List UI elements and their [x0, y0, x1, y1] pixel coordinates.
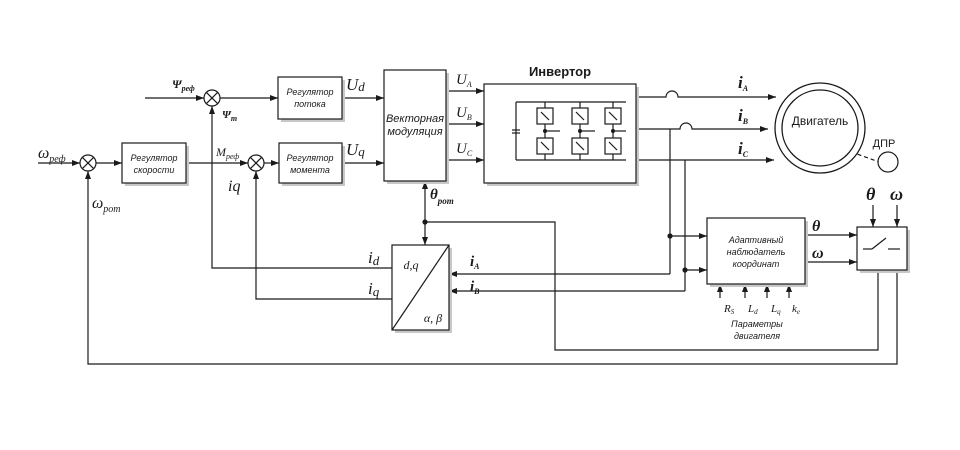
ia-out-label: iA [738, 73, 749, 93]
iq-feedback-label: iq [228, 178, 240, 195]
id-transform-label: id [368, 248, 380, 268]
observer-label-2: наблюдатель [727, 247, 786, 257]
ud-label: Ud [346, 75, 365, 94]
inverter-block [483, 83, 639, 186]
observer-block: Адаптивный наблюдатель координат [706, 217, 808, 287]
flux-regulator-block: Регулятор потока [277, 76, 345, 122]
motor-params-caption-2: двигателя [734, 331, 780, 341]
theta-rot-label: θрот [430, 187, 454, 206]
speed-regulator-block: Регулятор скорости [121, 142, 189, 186]
arrowheads [72, 88, 900, 294]
inverter-title: Инвертор [529, 64, 591, 79]
encoder: ДПР [873, 138, 899, 173]
omega-observer-label: ω [812, 245, 824, 262]
sum-junction-flux [203, 89, 221, 107]
param-rs-label: RS [723, 303, 735, 316]
theta-observer-label: θ [812, 218, 821, 235]
speed-regulator-label-1: Регулятор [130, 153, 177, 163]
theta-switch-label: θ [866, 184, 876, 204]
observer-label-3: координат [733, 259, 780, 269]
param-lq-label: Lq [770, 303, 781, 316]
iq-transform-label: iq [368, 279, 380, 299]
psi-m-label: Ψm [222, 109, 237, 123]
uq-label: Uq [346, 140, 365, 159]
torque-regulator-label-1: Регулятор [286, 153, 333, 163]
param-ld-label: Ld [747, 303, 758, 316]
observer-label-1: Адаптивный [728, 235, 784, 245]
vector-modulation-label-1: Векторная [386, 113, 444, 125]
m-ref-label: Mреф [215, 145, 239, 161]
uc-label: UC [456, 141, 473, 158]
omega-rot-label: ωрот [92, 195, 121, 215]
switch-block [856, 226, 910, 273]
encoder-label: ДПР [873, 138, 896, 150]
ia-in-label: iA [470, 254, 480, 271]
psi-ref-label: Ψреф [172, 77, 195, 93]
ic-out-label: iC [738, 139, 749, 159]
ib-out-label: iB [738, 106, 749, 126]
param-ke-label: ke [792, 303, 800, 316]
flux-regulator-label-2: потока [294, 99, 326, 109]
ib-in-label: iB [470, 279, 480, 296]
torque-regulator-block: Регулятор момента [278, 142, 345, 186]
motor-params-caption-1: Параметры [731, 319, 783, 329]
omega-switch-label: ω [890, 184, 903, 204]
motor: Двигатель [774, 82, 866, 174]
flux-regulator-label-1: Регулятор [286, 87, 333, 97]
speed-regulator-label-2: скорости [134, 165, 175, 175]
vector-modulation-block: Векторная модуляция [383, 69, 449, 184]
torque-regulator-label-2: момента [290, 165, 330, 175]
ub-label: UB [456, 105, 472, 122]
motor-label: Двигатель [792, 114, 849, 128]
omega-ref-label: ωреф [38, 145, 66, 165]
inverter-leg-b [571, 102, 589, 160]
sum-junction-torque [247, 154, 265, 172]
transform-bottom-label: α, β [424, 311, 442, 325]
sum-junction-speed [79, 154, 97, 172]
ua-label: UA [456, 72, 472, 89]
vector-modulation-label-2: модуляция [387, 126, 442, 138]
transform-block: d,q α, β [391, 244, 452, 333]
transform-top-label: d,q [404, 258, 419, 272]
